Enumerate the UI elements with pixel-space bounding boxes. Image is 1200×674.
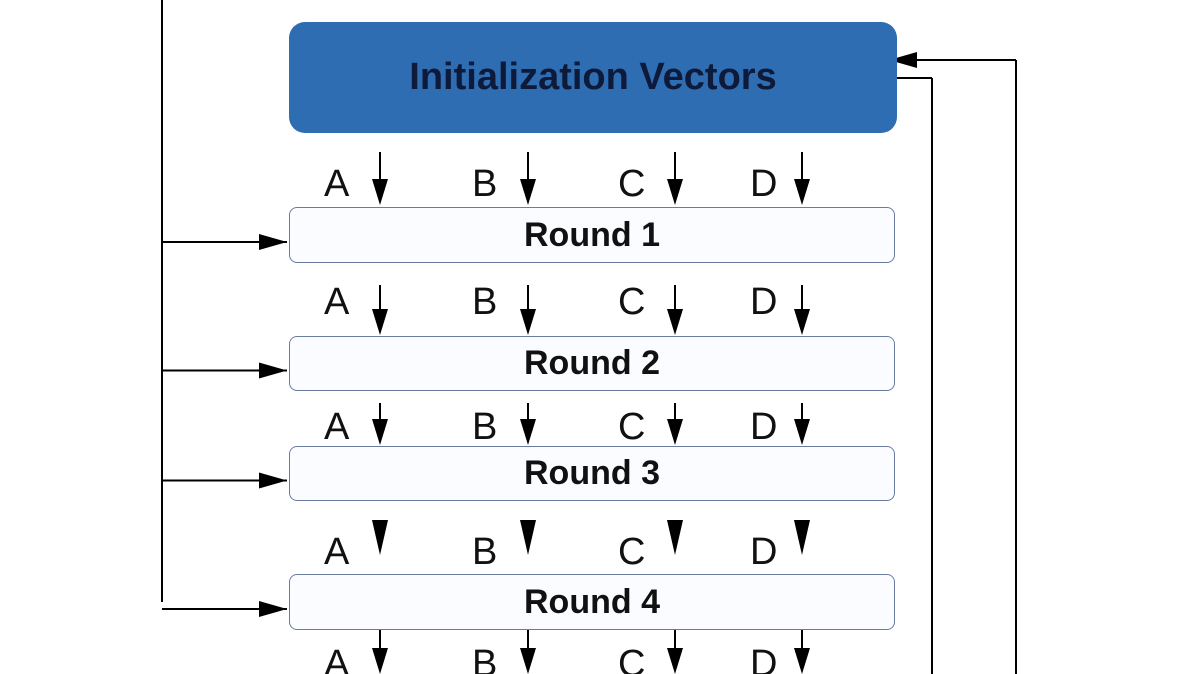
register-label-b: B — [472, 281, 498, 323]
register-arrow-a-row-3-head — [372, 419, 388, 445]
register-label-d: D — [750, 531, 778, 573]
round-3-box: Round 3 — [289, 446, 895, 501]
register-label-a: A — [324, 643, 350, 674]
register-label-a: A — [324, 281, 350, 323]
round-2-box: Round 2 — [289, 336, 895, 391]
register-label-a: A — [324, 531, 350, 573]
register-arrow-d-row-2-head — [794, 309, 810, 335]
register-label-c: C — [618, 406, 646, 448]
register-label-c: C — [618, 643, 646, 674]
register-arrow-c-row-3-head — [667, 419, 683, 445]
register-label-c: C — [618, 531, 646, 573]
register-arrow-c-row-4 — [667, 520, 683, 555]
register-arrow-d-row-4 — [794, 520, 810, 555]
register-arrow-d-row-3-head — [794, 419, 810, 445]
register-arrow-d-row-5-head — [794, 648, 810, 674]
register-label-d: D — [750, 163, 778, 205]
register-arrow-b-row-1-head — [520, 179, 536, 205]
register-label-b: B — [472, 531, 498, 573]
round-1-box: Round 1 — [289, 207, 895, 263]
round-4-box: Round 4 — [289, 574, 895, 630]
register-label-a: A — [324, 163, 350, 205]
register-label-d: D — [750, 281, 778, 323]
register-label-b: B — [472, 163, 498, 205]
register-label-b: B — [472, 643, 498, 674]
register-arrow-b-row-3-head — [520, 419, 536, 445]
register-arrow-b-row-4 — [520, 520, 536, 555]
register-label-b: B — [472, 406, 498, 448]
register-label-c: C — [618, 163, 646, 205]
register-arrow-a-row-4 — [372, 520, 388, 555]
register-arrow-c-row-2-head — [667, 309, 683, 335]
register-label-d: D — [750, 643, 778, 674]
register-arrow-b-row-5-head — [520, 648, 536, 674]
initialization-vectors-box: Initialization Vectors — [289, 22, 897, 133]
register-label-d: D — [750, 406, 778, 448]
register-arrow-d-row-1-head — [794, 179, 810, 205]
register-label-a: A — [324, 406, 350, 448]
register-arrow-a-row-5-head — [372, 648, 388, 674]
register-arrow-a-row-1-head — [372, 179, 388, 205]
register-arrow-b-row-2-head — [520, 309, 536, 335]
register-label-c: C — [618, 281, 646, 323]
register-arrow-a-row-2-head — [372, 309, 388, 335]
register-arrow-c-row-1-head — [667, 179, 683, 205]
register-arrow-c-row-5-head — [667, 648, 683, 674]
